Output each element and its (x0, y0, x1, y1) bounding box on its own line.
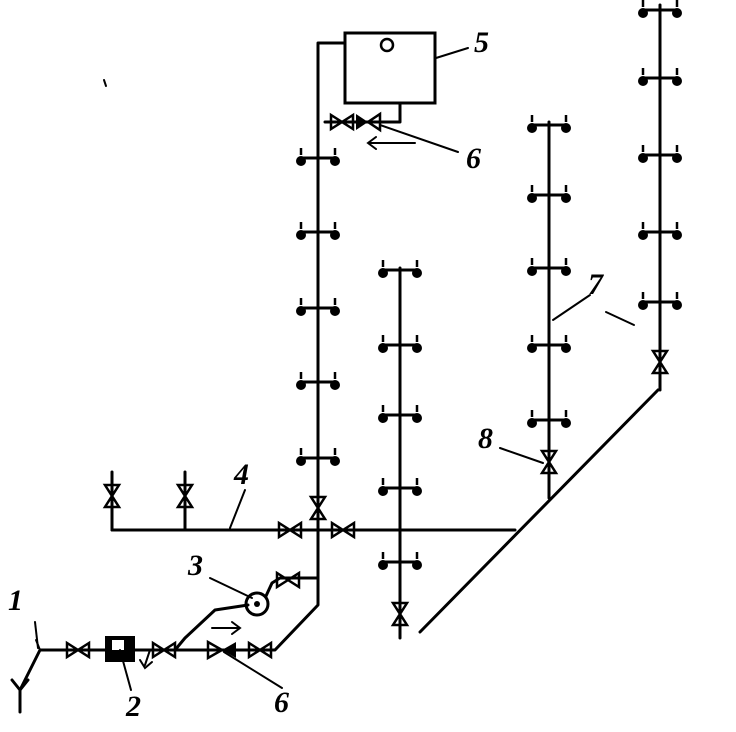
leader-8 (499, 447, 544, 464)
pump-outlet-pipe (264, 576, 320, 598)
float-valve (379, 37, 395, 53)
diagonal-main (418, 388, 660, 634)
pump (244, 591, 270, 617)
check-valve-lower (206, 639, 225, 661)
drain-tap (139, 649, 153, 670)
check-valve-upper (356, 114, 368, 130)
leader-3 (209, 577, 253, 599)
label-6-lower: 6 (274, 686, 289, 719)
leader-6-upper (379, 124, 459, 153)
pump-valve (275, 571, 301, 589)
tank-outlet-pipe (323, 101, 402, 124)
water-tank (343, 31, 437, 105)
label-6-upper: 6 (466, 142, 481, 175)
bypass-pipe (173, 603, 250, 652)
label-3: 3 (187, 549, 203, 582)
speck (103, 79, 107, 87)
label-8: 8 (478, 422, 493, 455)
flow-arrow-upper (366, 136, 416, 150)
leader-4 (229, 489, 246, 529)
label-1: 1 (8, 584, 23, 617)
leader-6-lower (223, 651, 283, 689)
label-2: 2 (125, 690, 141, 723)
label-4: 4 (233, 458, 249, 491)
leader-2 (119, 649, 132, 691)
branch-left-pipes (110, 470, 187, 532)
flow-arrow-lower (211, 621, 242, 635)
inlet-pipe (10, 639, 107, 714)
label-5: 5 (474, 26, 489, 59)
leader-5 (435, 47, 469, 59)
leader-7 (552, 294, 635, 326)
main-supply-pipe (218, 108, 320, 652)
tank-inlet-pipe (316, 41, 347, 112)
label-7: 7 (588, 268, 604, 301)
leader-1 (34, 621, 39, 649)
